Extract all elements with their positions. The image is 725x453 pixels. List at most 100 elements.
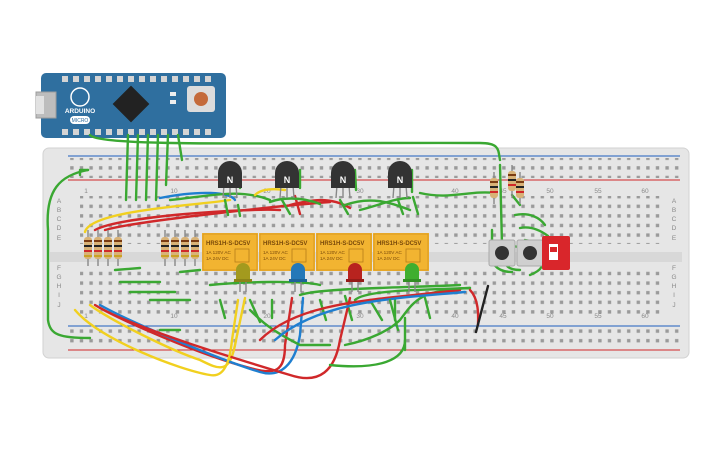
relay-part-number: HRS1H-S-DC5V	[206, 241, 250, 247]
column-numbers-bottom: 1 10 20 30 40 45 50 55 60	[84, 313, 649, 320]
relay-rating-dc: 1A 24V DC	[263, 256, 286, 261]
column-number-top: 1	[84, 188, 88, 195]
dip-switch[interactable]	[542, 236, 570, 270]
column-number-bottom: 40	[451, 313, 459, 320]
row-letter-left: E	[57, 235, 62, 242]
row-letter-right: D	[672, 225, 677, 232]
column-number-bottom: 45	[499, 313, 507, 320]
resistor-10	[508, 165, 516, 198]
resistor-1	[84, 230, 92, 266]
column-number-top: 20	[263, 188, 271, 195]
row-letter-left: D	[57, 225, 62, 232]
npn-transistor: N	[218, 161, 242, 199]
microcontroller-chip	[112, 85, 150, 123]
row-letter-right: J	[672, 302, 675, 309]
column-number-bottom: 60	[641, 313, 649, 320]
relay-part-number: HRS1H-S-DC5V	[263, 241, 307, 247]
resistor-5	[161, 230, 169, 266]
led-green	[403, 263, 421, 292]
column-number-bottom: 20	[263, 313, 271, 320]
board-brand: ARDUINO	[65, 108, 95, 115]
npn-transistor: N	[275, 161, 299, 199]
column-numbers-top: 1 10 20 30 40 45 50 55 60	[84, 188, 649, 195]
column-number-top: 30	[356, 188, 364, 195]
column-number-top: 50	[546, 188, 554, 195]
row-letter-right: C	[672, 216, 677, 223]
row-letter-right: A	[672, 198, 677, 205]
relay-rating-ac: 1A 120V AC	[206, 250, 231, 255]
arduino-micro-board: ARDUINO MICRO	[35, 73, 226, 138]
relay-rating-dc: 1A 24V DC	[206, 256, 229, 261]
relay-rating-dc: 1A 24V DC	[320, 256, 343, 261]
arduino-logo-icon	[70, 87, 90, 107]
transistor-label: N	[227, 175, 234, 185]
column-number-bottom: 50	[546, 313, 554, 320]
row-letter-right: H	[672, 283, 677, 290]
transistor-label: N	[340, 175, 347, 185]
row-letter-left: A	[57, 198, 62, 205]
lower-terminal-strip	[80, 266, 665, 314]
resistor-6	[171, 230, 179, 266]
relay-rating-ac: 1A 120V AC	[377, 250, 402, 255]
board-model: MICRO	[72, 118, 89, 124]
resistor-11	[516, 172, 524, 204]
column-number-top: 10	[170, 188, 178, 195]
relay-rating-ac: 1A 120V AC	[263, 250, 288, 255]
push-button-2[interactable]	[516, 239, 544, 267]
leds	[234, 263, 421, 292]
column-number-top: 40	[451, 188, 459, 195]
row-letter-right: E	[672, 235, 677, 242]
resistor-9	[490, 172, 498, 204]
row-letter-right: F	[672, 265, 676, 272]
header-pins-bottom	[62, 129, 211, 135]
npn-transistor: N	[331, 161, 355, 199]
header-pins-top	[62, 76, 211, 82]
column-number-bottom: 1	[84, 313, 88, 320]
led-blue	[289, 263, 307, 292]
resistor-4	[114, 230, 122, 266]
resistor-array-left	[84, 230, 122, 266]
resistor-2	[94, 230, 102, 266]
row-letter-right: I	[673, 292, 675, 299]
row-letter-left: C	[57, 216, 62, 223]
relay-part-number: HRS1H-S-DC5V	[320, 241, 364, 247]
bottom-power-rail	[70, 328, 680, 348]
relay-part-number: HRS1H-S-DC5V	[377, 241, 421, 247]
resistor-array-middle	[161, 230, 199, 266]
led-olive	[234, 263, 252, 292]
column-number-top: 45	[499, 188, 507, 195]
npn-transistor: N	[388, 161, 412, 199]
transistor-label: N	[397, 175, 404, 185]
row-letter-right: G	[671, 274, 676, 281]
relay-rating-ac: 1A 120V AC	[320, 250, 345, 255]
row-letter-left: I	[58, 292, 60, 299]
column-number-top: 55	[594, 188, 602, 195]
push-buttons	[488, 239, 544, 267]
relay-rating-dc: 1A 24V DC	[377, 256, 400, 261]
row-letter-right: B	[672, 207, 676, 214]
row-letter-left: B	[57, 207, 61, 214]
column-number-bottom: 10	[170, 313, 178, 320]
row-letter-left: H	[57, 283, 62, 290]
resistor-7	[181, 230, 189, 266]
resistor-8	[191, 230, 199, 266]
resistor-array-right	[490, 165, 524, 204]
column-number-bottom: 30	[356, 313, 364, 320]
resistor-3	[104, 230, 112, 266]
transistor-label: N	[284, 175, 291, 185]
row-letter-left: J	[57, 302, 60, 309]
column-number-bottom: 55	[594, 313, 602, 320]
push-button-1[interactable]	[488, 239, 516, 267]
row-letter-left: G	[56, 274, 61, 281]
column-number-top: 60	[641, 188, 649, 195]
row-letter-left: F	[57, 265, 61, 272]
